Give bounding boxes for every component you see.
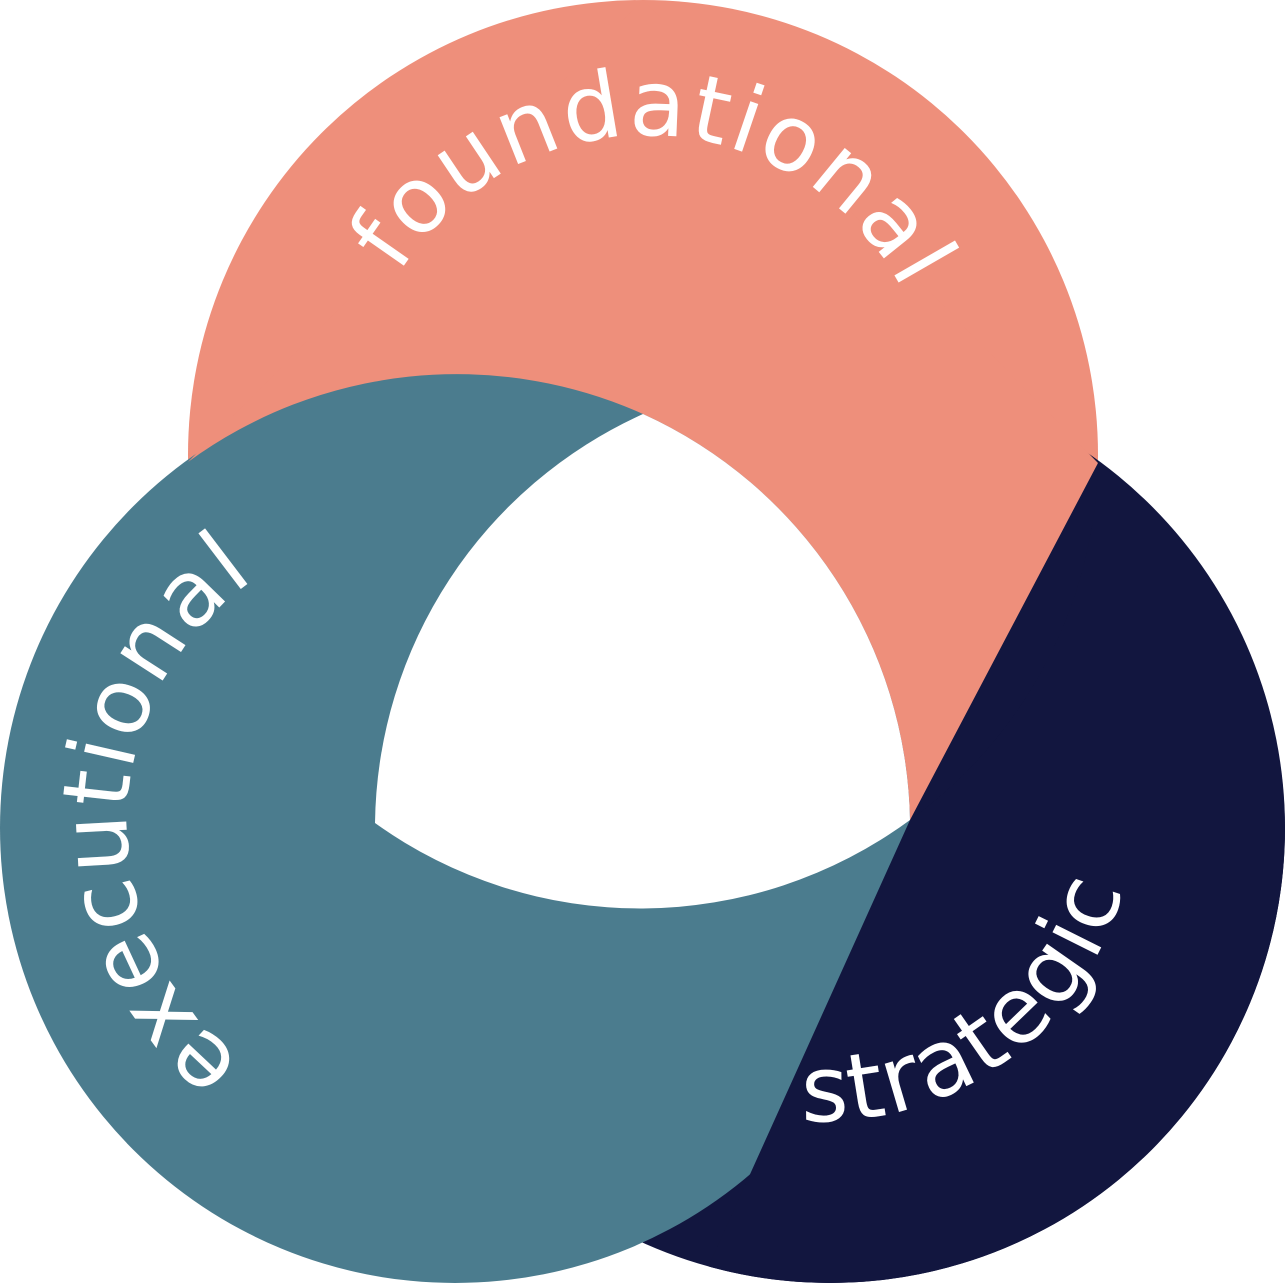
center-hole xyxy=(375,414,910,909)
overlap-foundational-over-executional xyxy=(188,0,1098,820)
overlap-strategic-over-foundational xyxy=(700,463,1285,1283)
